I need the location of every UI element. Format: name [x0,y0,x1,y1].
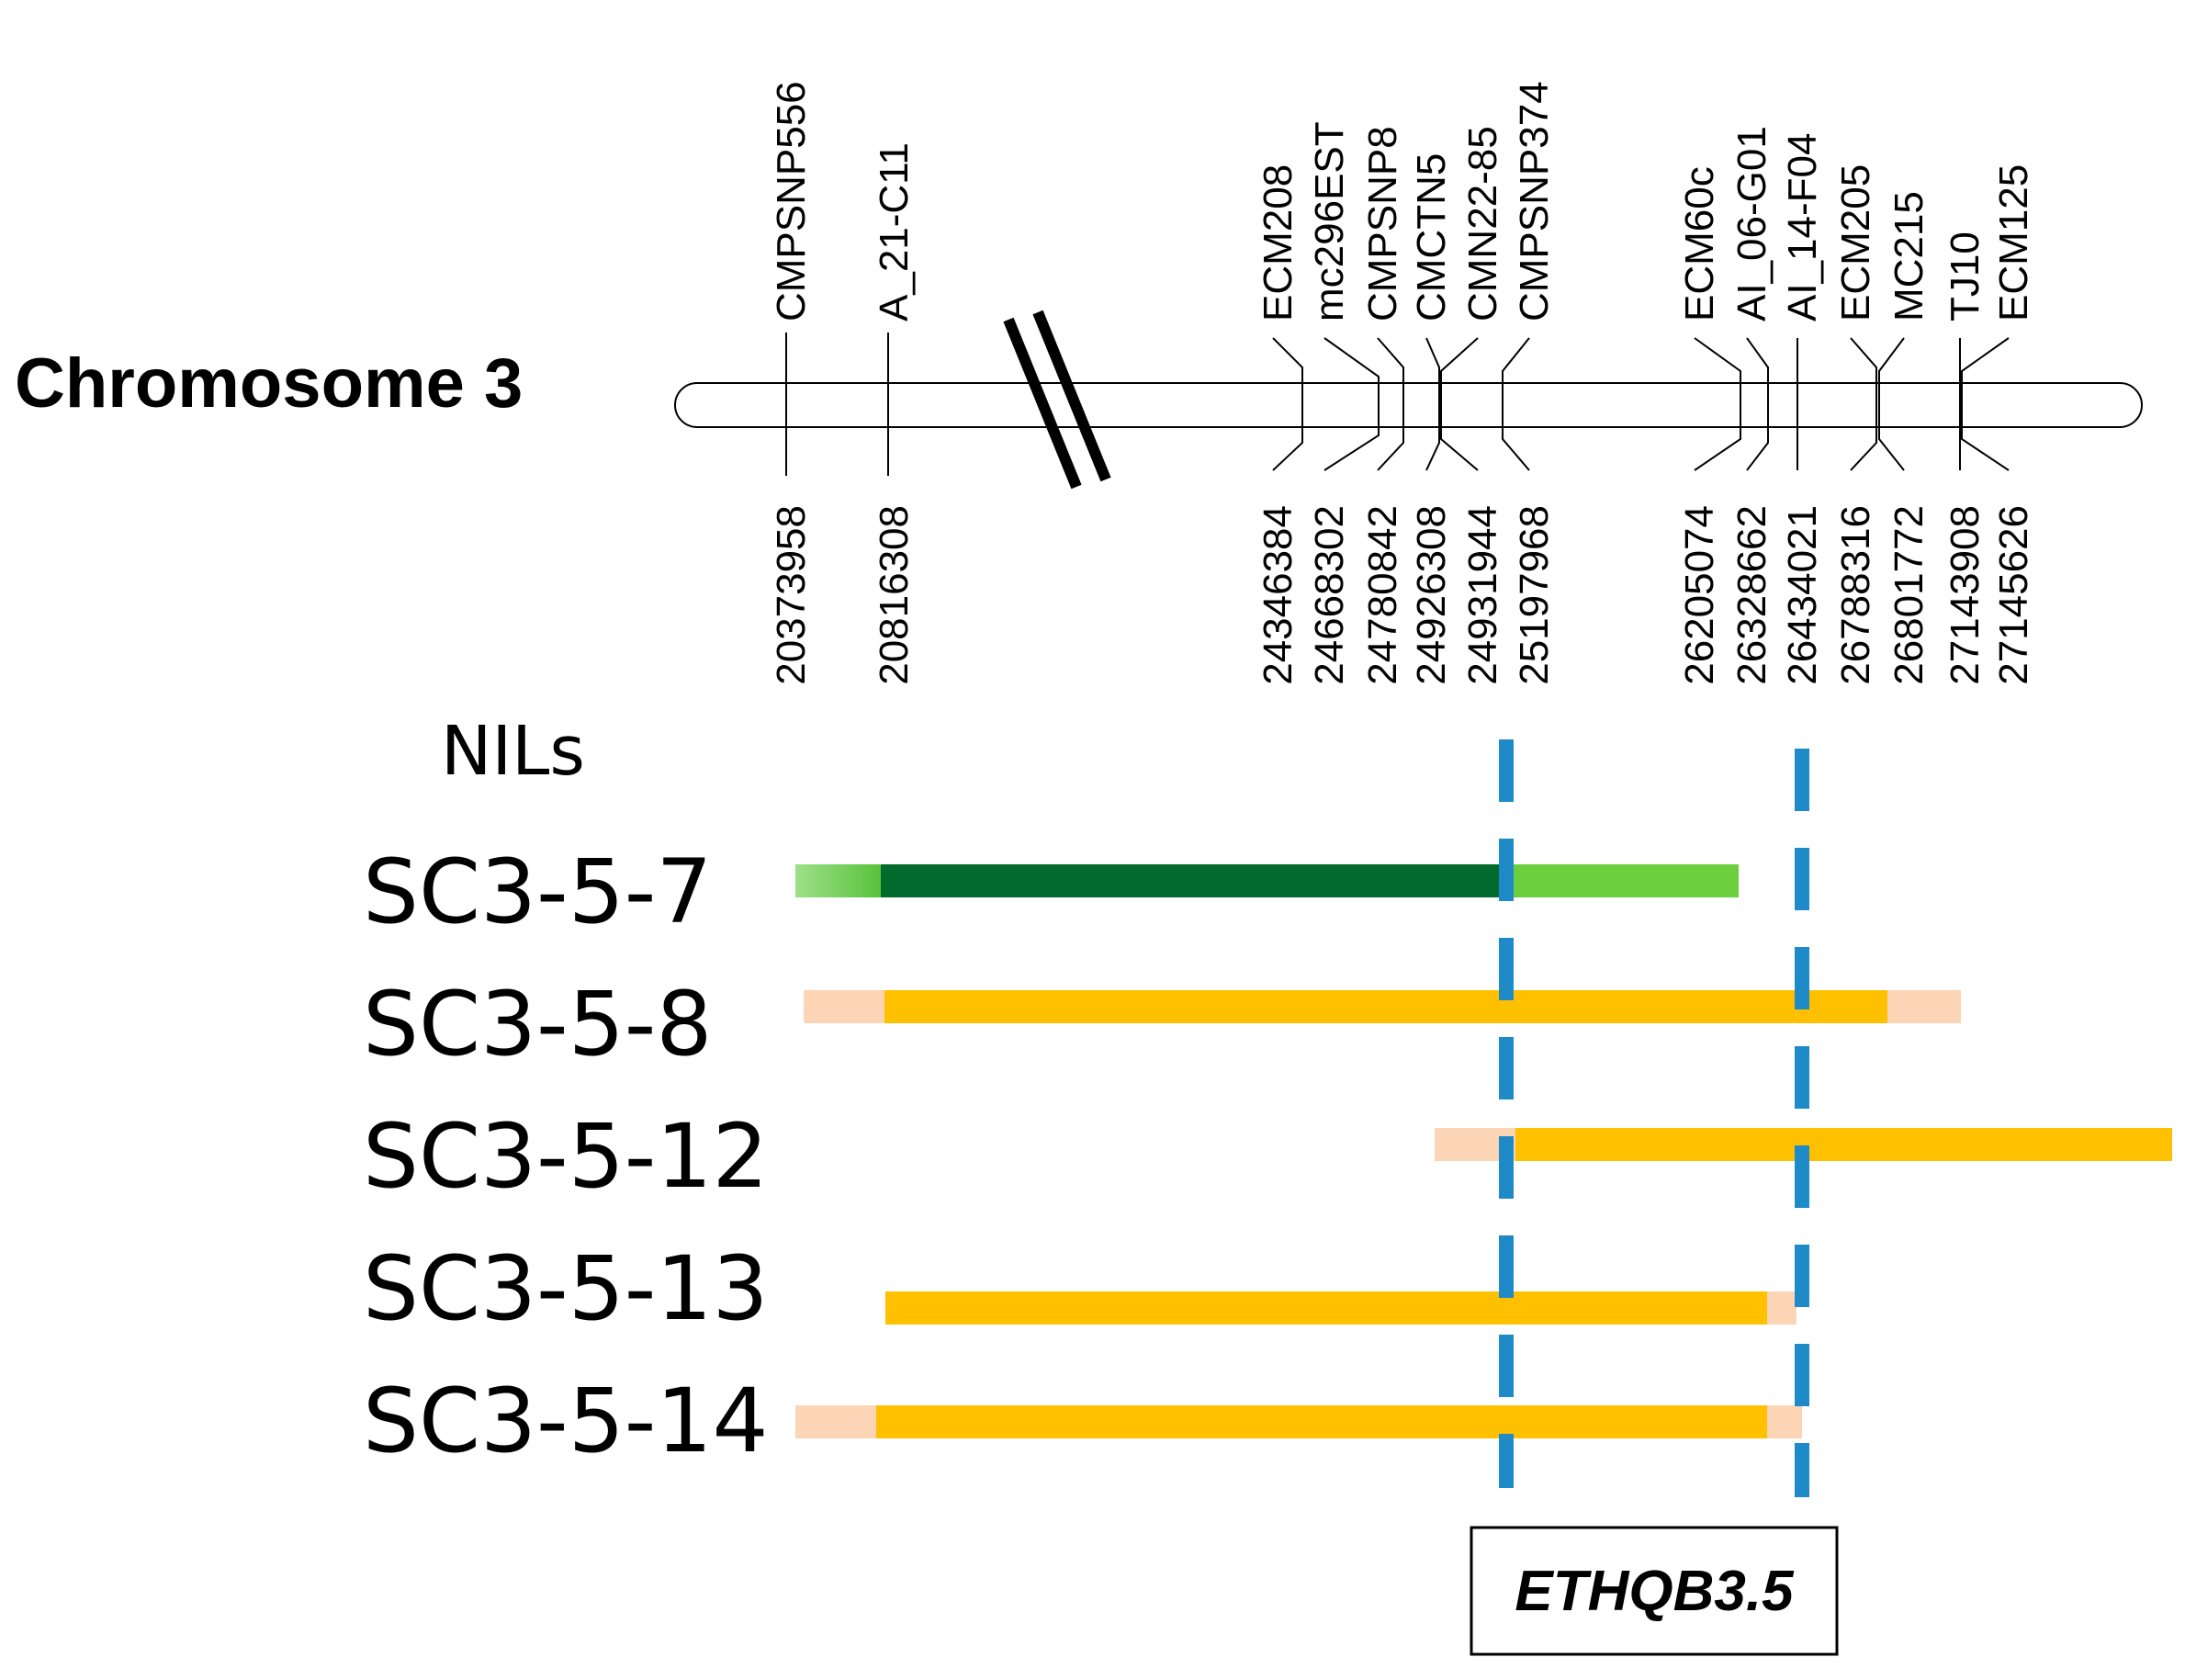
qtl-boundaries [1499,739,1809,1497]
marker-position: 26434021 [1780,505,1825,685]
marker-name: ECM125 [1991,164,2036,321]
break-symbol [1003,310,1111,490]
flank-segment [804,990,884,1023]
marker-name: ECM205 [1833,164,1878,321]
flank-segment [795,1405,876,1438]
nil-label-sc3-5-14: SC3-5-14 [363,1370,769,1472]
chromosome-label: Chromosome 3 [15,344,523,423]
marker-name: A_21-C11 [872,142,917,321]
qtl-label: ETHQB3.5 [1515,1560,1795,1623]
marker-position: 20373958 [769,505,814,685]
nil-bars [795,864,2172,1438]
marker-ticks [785,333,2010,476]
marker-position: 24931944 [1460,505,1505,685]
marker-name: CMPSNP8 [1360,126,1405,321]
flank-segment [1767,1291,1796,1325]
marker-position: 24780842 [1360,505,1405,685]
introgression-segment [885,1291,1767,1325]
marker-name: mc296EST [1307,121,1352,321]
introgression-segment [884,990,1887,1023]
introgression-segment [876,1405,1767,1438]
marker-position: 26801772 [1887,505,1932,685]
nil-bar-sc3-5-8 [804,990,1961,1023]
marker-position: 25197968 [1512,505,1557,685]
marker-name: CMPSNP556 [769,81,814,321]
marker-name: AI_14-F04 [1780,133,1825,321]
nil-label-sc3-5-13: SC3-5-13 [363,1237,769,1340]
chromosome-bar [674,382,2143,428]
marker-position-labels: 20373958 20816308 24346384 24668302 2478… [769,505,2036,685]
marker-name: CMN22-85 [1460,126,1505,321]
introgression-segment [881,864,1505,897]
nil-bar-sc3-5-14 [795,1405,1802,1438]
marker-name: CMCTN5 [1409,153,1454,321]
flank-segment [1887,990,1961,1023]
introgression-segment [1515,1128,2172,1161]
nils-header: NILs [441,712,585,791]
flank-segment [795,864,881,897]
marker-name-labels: CMPSNP556 A_21-C11 ECM208 mc296EST CMPSN… [769,81,2036,321]
nil-bar-sc3-5-7 [795,864,1739,897]
nil-bar-sc3-5-13 [885,1291,1796,1325]
nil-label-sc3-5-7: SC3-5-7 [363,840,712,943]
marker-position: 20816308 [872,505,917,685]
qtl-label-box [1470,1526,1839,1656]
marker-position: 24926308 [1409,505,1454,685]
nil-label-sc3-5-8: SC3-5-8 [363,973,712,1076]
marker-name: ECM60c [1677,166,1722,321]
marker-position: 26205074 [1677,505,1722,685]
marker-name: CMPSNP374 [1512,81,1557,321]
nil-label-sc3-5-12: SC3-5-12 [363,1105,769,1208]
marker-position: 27145626 [1991,505,2036,685]
marker-name: MC215 [1887,191,1932,321]
marker-position: 24346384 [1256,505,1301,685]
flank-segment [1767,1405,1802,1438]
marker-position: 26328662 [1729,505,1774,685]
flank-segment [1505,864,1739,897]
marker-position: 26788316 [1833,505,1878,685]
marker-name: TJ10 [1943,231,1988,321]
nil-labels: SC3-5-7 SC3-5-8 SC3-5-12 SC3-5-13 SC3-5-… [363,840,769,1472]
marker-name: AI_06-G01 [1729,126,1774,321]
marker-name: ECM208 [1256,164,1301,321]
marker-position: 27143908 [1943,505,1988,685]
marker-position: 24668302 [1307,505,1352,685]
